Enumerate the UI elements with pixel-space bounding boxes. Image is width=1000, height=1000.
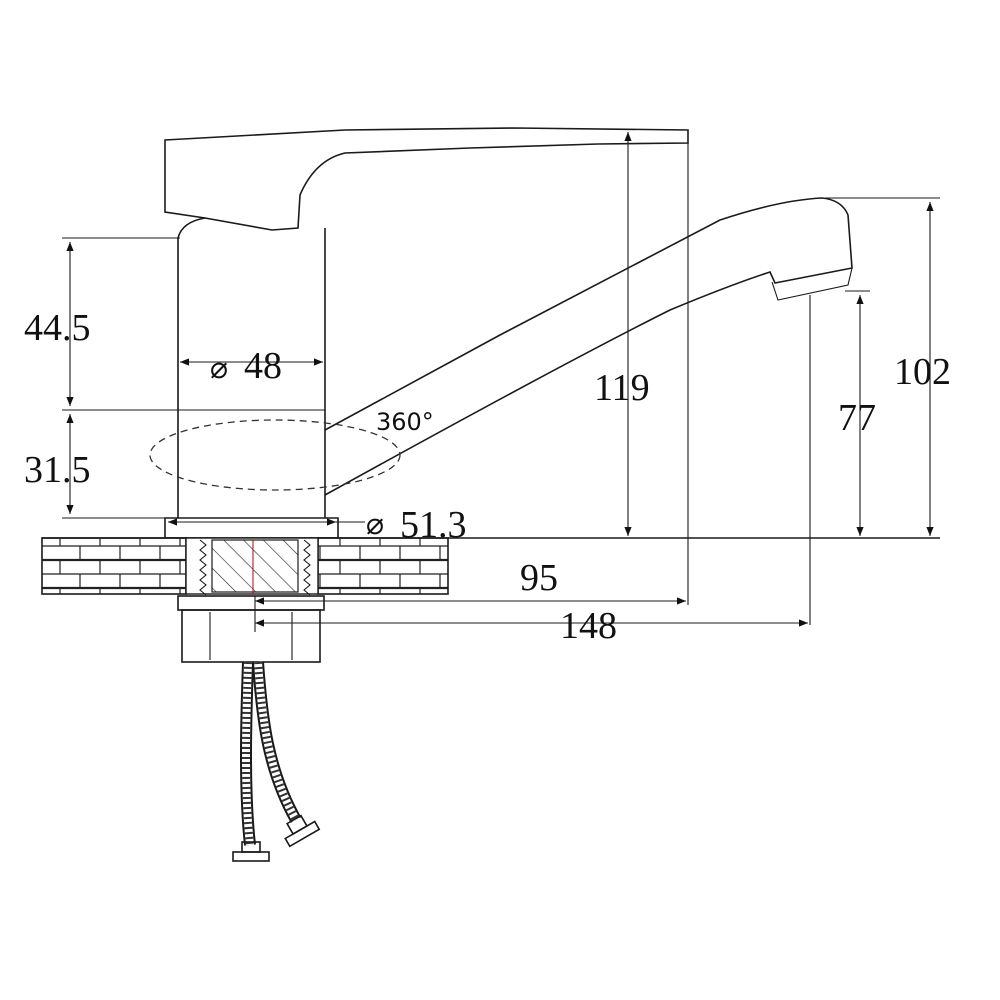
extension-lines — [62, 143, 940, 632]
dim-label-d8: 95 — [520, 557, 558, 599]
countertop-left — [41, 537, 187, 595]
dim-label-d4: 51.3 — [400, 504, 467, 546]
dim-label-d2: 31.5 — [24, 449, 91, 491]
spout-aerator — [771, 267, 853, 301]
lever-handle — [164, 127, 689, 231]
faucet-body — [149, 127, 853, 539]
dim-label-d9: 148 — [560, 605, 617, 647]
dimension-labels: 44.5 31.5 ⌀ 48 ⌀ 51.3 119 102 77 95 148 … — [24, 307, 951, 647]
countertop-right — [317, 537, 449, 595]
diameter-symbol-d3: ⌀ — [210, 351, 228, 386]
supply-hoses — [232, 661, 321, 862]
rotation-ellipse — [149, 419, 401, 491]
shank-section — [211, 539, 299, 593]
hose-right-fitting — [284, 814, 321, 848]
nut-washer — [177, 595, 325, 611]
rotation-label: 360° — [376, 408, 434, 436]
spout — [324, 197, 853, 496]
shank-thread-left — [199, 539, 207, 596]
dim-label-d7: 77 — [838, 397, 876, 439]
nut-body — [181, 609, 321, 663]
dim-label-d3: 48 — [244, 345, 282, 387]
faucet-column — [177, 217, 326, 518]
diameter-symbol-d4: ⌀ — [366, 507, 384, 542]
countertop — [41, 537, 940, 596]
base-flange — [164, 517, 339, 539]
dim-label-d6: 102 — [894, 351, 951, 393]
dim-label-d5: 119 — [594, 367, 650, 409]
mounting-nut — [177, 595, 325, 663]
dim-label-d1: 44.5 — [24, 307, 91, 349]
hose-left-nut — [232, 851, 270, 862]
hose-left — [242, 661, 254, 846]
dimension-lines — [66, 132, 934, 627]
shank-thread-right — [303, 539, 311, 596]
